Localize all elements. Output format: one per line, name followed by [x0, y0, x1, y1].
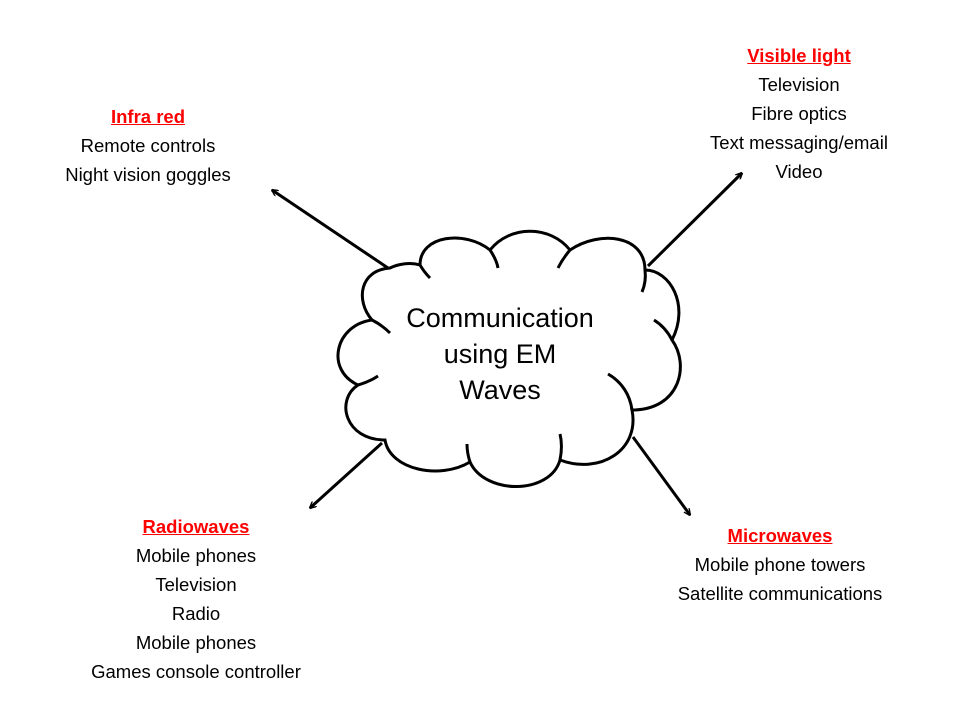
center-line-3: Waves — [459, 375, 541, 405]
list-item: Video — [775, 161, 823, 182]
list-item: Remote controls — [80, 135, 216, 156]
group-microwaves: Microwaves Mobile phone towers Satellite… — [630, 521, 930, 608]
list-item: Night vision goggles — [65, 164, 231, 185]
list-item: Television — [155, 574, 237, 595]
list-item: Radio — [171, 603, 221, 624]
list-item: Mobile phone towers — [694, 554, 866, 575]
list-item: Fibre optics — [751, 103, 847, 124]
group-heading: Infra red — [110, 106, 186, 127]
arrow-microwaves — [631, 436, 690, 515]
center-label: Communication using EM Waves — [378, 300, 622, 408]
list-item: Games console controller — [91, 661, 301, 682]
list-item: Satellite communications — [677, 583, 883, 604]
list-item: Television — [758, 74, 840, 95]
group-heading: Visible light — [747, 45, 851, 66]
arrow-visible-light — [646, 173, 742, 268]
group-infra-red: Infra red Remote controls Night vision g… — [28, 102, 268, 189]
center-line-2: using EM — [443, 339, 557, 369]
list-item: Mobile phones — [135, 545, 257, 566]
list-item: Text messaging/email — [710, 132, 888, 153]
center-line-1: Communication — [406, 303, 594, 333]
group-visible-light: Visible light Television Fibre optics Te… — [674, 41, 924, 186]
group-heading: Microwaves — [727, 525, 833, 546]
group-heading: Radiowaves — [142, 516, 250, 537]
list-item: Mobile phones — [135, 632, 257, 653]
cloud-shape — [336, 229, 682, 488]
arrow-infra-red — [272, 190, 389, 270]
arrow-radiowaves — [310, 441, 384, 508]
group-radiowaves: Radiowaves Mobile phones Television Radi… — [46, 512, 346, 686]
